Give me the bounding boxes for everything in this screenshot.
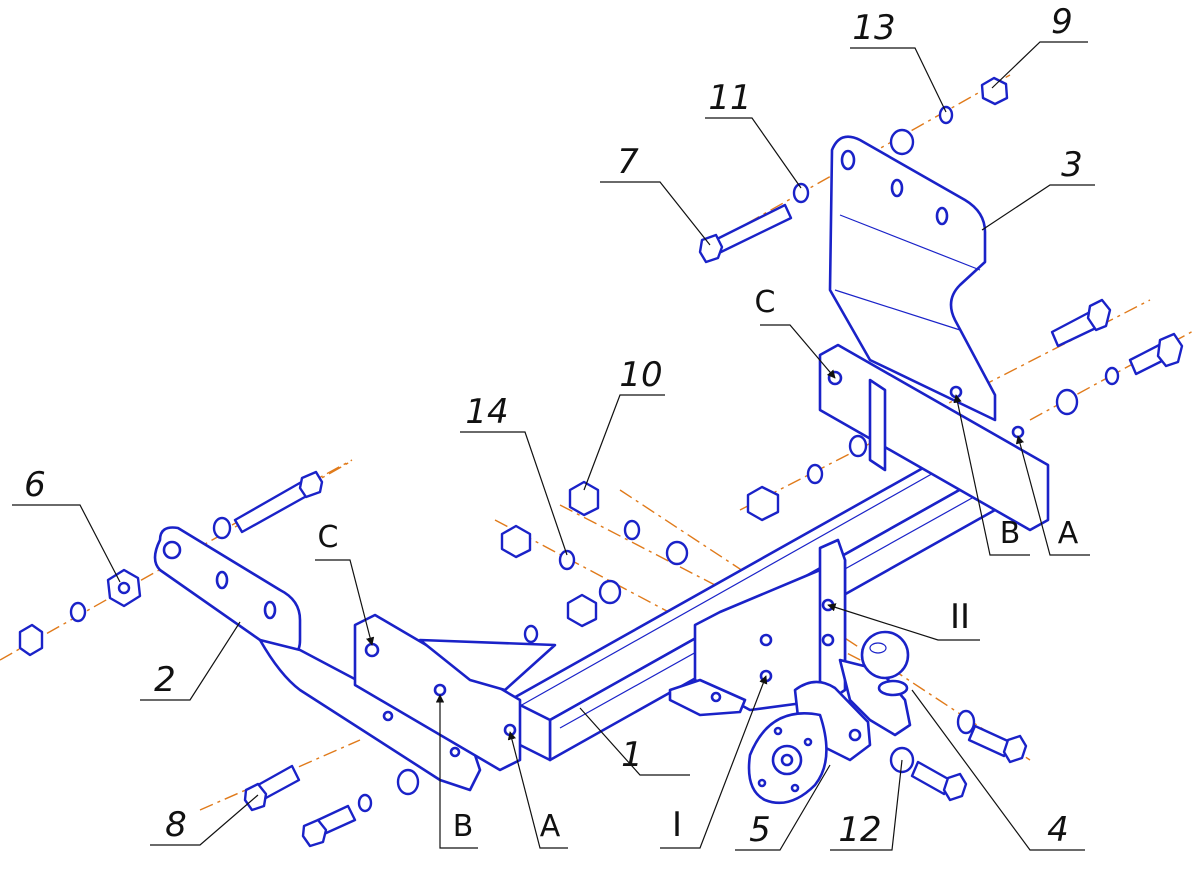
callout-6: 6 — [24, 465, 46, 505]
left-mount-plate — [353, 613, 557, 772]
callout-12: 12 — [838, 810, 882, 850]
callout-2: 2 — [154, 660, 176, 700]
callout-5: 5 — [749, 810, 771, 850]
point-c-left: C — [317, 520, 339, 555]
callout-11: 11 — [708, 78, 752, 118]
socket-plate — [747, 680, 872, 805]
callout-8: 8 — [165, 805, 187, 845]
callout-14: 14 — [465, 392, 509, 432]
washer-top — [889, 128, 915, 156]
point-i: I — [671, 805, 683, 845]
point-b-right: B — [999, 516, 1021, 551]
callout-1: 1 — [621, 735, 643, 775]
spring-washer — [69, 601, 87, 623]
point-b-left: B — [452, 809, 474, 844]
leader-lines — [12, 41, 1095, 851]
fasteners — [18, 76, 1184, 848]
right-bracket — [828, 135, 997, 422]
point-c-right: C — [754, 285, 776, 320]
callout-9: 9 — [1051, 2, 1073, 42]
callout-4: 4 — [1047, 810, 1069, 850]
point-a-left: A — [539, 809, 561, 844]
point-a-right: A — [1057, 516, 1079, 551]
bolt-7 — [713, 203, 793, 254]
callout-7: 7 — [617, 142, 639, 182]
left-bracket — [153, 526, 482, 792]
nut — [18, 623, 44, 657]
callout-13: 13 — [852, 8, 896, 48]
nut-9 — [980, 76, 1009, 106]
tow-ball — [838, 630, 912, 737]
callout-10: 10 — [619, 355, 663, 395]
point-ii: II — [949, 597, 971, 637]
nut-10 — [568, 480, 600, 517]
spring-washer-13 — [938, 105, 954, 125]
callout-3: 3 — [1061, 145, 1083, 185]
washer-11 — [792, 182, 810, 204]
